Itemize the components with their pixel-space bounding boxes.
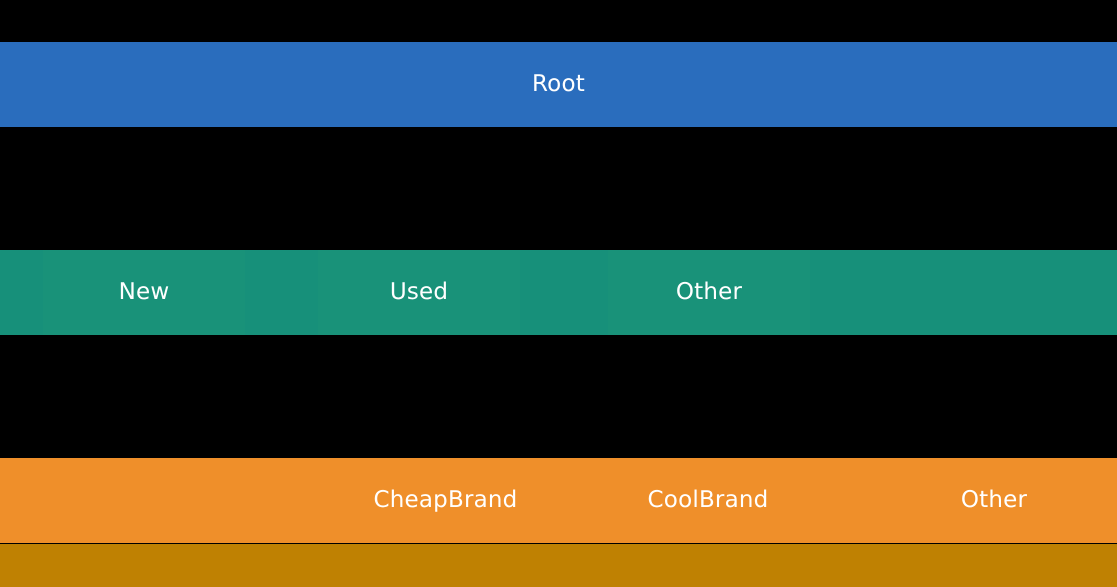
icicle-node-root[interactable]: Root — [0, 42, 1117, 127]
icicle-node-unlabeled[interactable] — [808, 458, 871, 543]
icicle-node-unlabeled[interactable] — [0, 250, 43, 335]
icicle-node-used[interactable]: Used — [318, 250, 520, 335]
icicle-node-other[interactable]: Other — [871, 458, 1117, 543]
icicle-node-unlabeled[interactable] — [520, 250, 608, 335]
icicle-node-label: CheapBrand — [373, 487, 518, 513]
icicle-node-cheapbrand[interactable]: CheapBrand — [346, 458, 545, 543]
icicle-node-label: Other — [675, 279, 743, 305]
icicle-node-unlabeled[interactable] — [0, 544, 1117, 587]
icicle-node-label: Other — [960, 487, 1028, 513]
icicle-level-root-level: Root — [0, 42, 1117, 127]
icicle-node-other[interactable]: Other — [608, 250, 810, 335]
icicle-node-label: CoolBrand — [647, 487, 769, 513]
icicle-node-unlabeled[interactable] — [0, 458, 346, 543]
icicle-node-label: Root — [532, 71, 585, 97]
icicle-node-new[interactable]: New — [43, 250, 245, 335]
icicle-level-brand-level: CheapBrand CoolBrand Other — [0, 458, 1117, 543]
icicle-node-label: New — [118, 279, 170, 305]
icicle-level-detail-level — [0, 544, 1117, 587]
icicle-node-unlabeled[interactable] — [545, 458, 608, 543]
icicle-node-unlabeled[interactable] — [245, 250, 318, 335]
icicle-level-condition-level: New Used Other — [0, 250, 1117, 335]
icicle-node-unlabeled[interactable] — [810, 250, 1117, 335]
icicle-node-label: Used — [389, 279, 449, 305]
icicle-node-coolbrand[interactable]: CoolBrand — [608, 458, 808, 543]
